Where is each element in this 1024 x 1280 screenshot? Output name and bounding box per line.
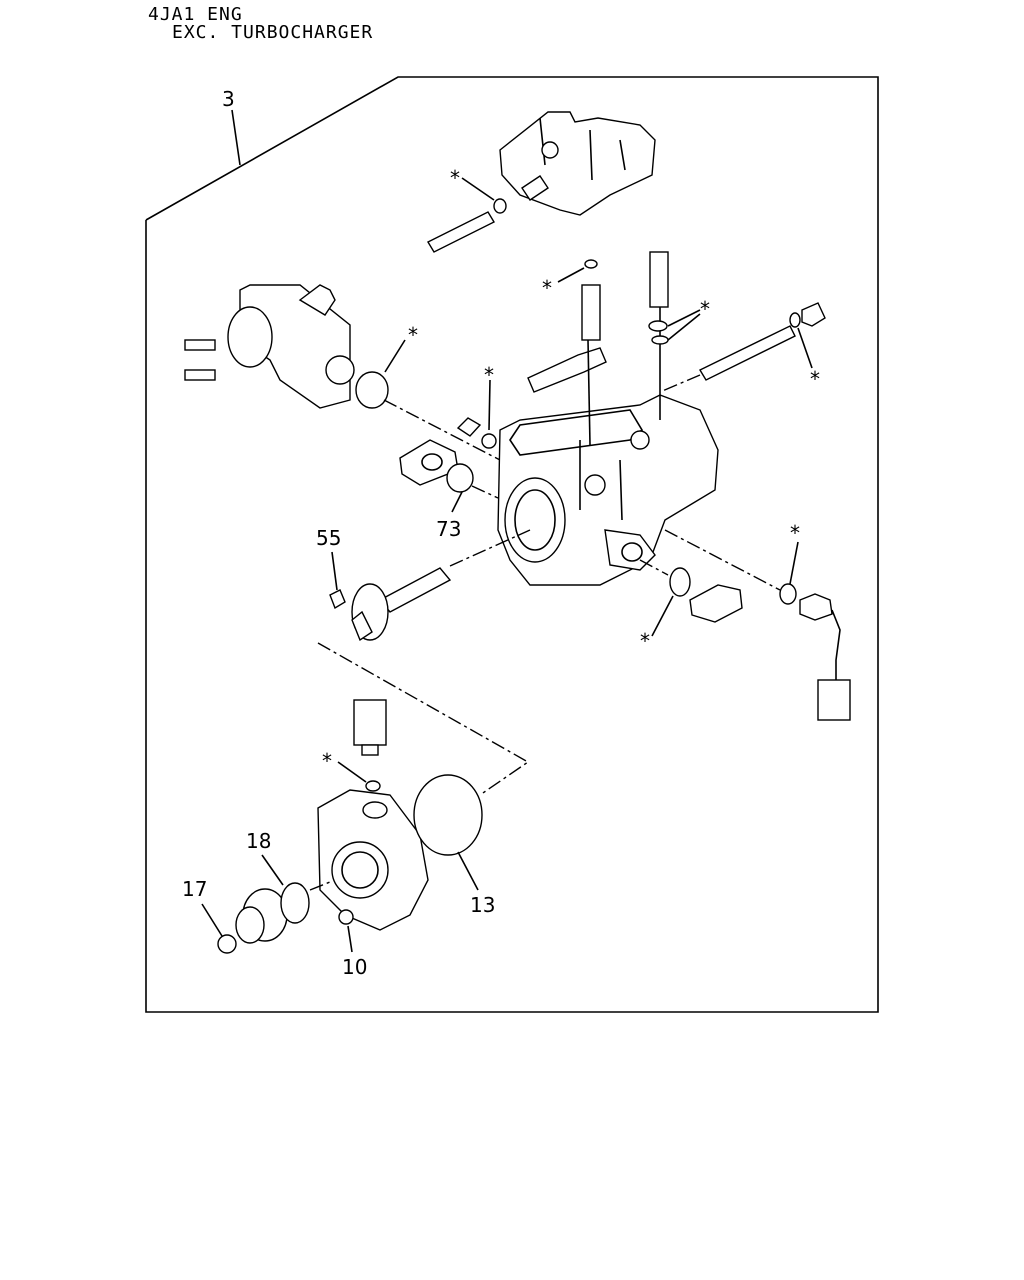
o-ring-part [365,780,381,792]
drive-shaft-part [351,567,452,642]
cover-plate-part [689,584,743,623]
callout-3: 3 [222,87,235,111]
pump-body-part [497,394,719,586]
callout-18: 18 [246,829,271,853]
callout-13: 13 [470,893,495,917]
o-ring-part [669,567,691,597]
o-ring-18-part [280,882,310,924]
callout-17: 17 [182,877,207,901]
plug-part [235,888,288,944]
leader-3 [231,109,241,166]
diagram-title: 4JA1 ENG [148,4,243,25]
spring-assembly-part [527,284,607,446]
asterisk-mark: * [322,749,332,773]
o-ring-part [789,312,801,328]
callout-10: 10 [342,955,367,979]
asterisk-mark: * [408,323,418,347]
callout-73: 73 [436,517,461,541]
bolt-10-part [338,909,354,925]
small-fitting-part [456,417,482,437]
asterisk-mark: * [542,276,552,300]
sensor-connector-part [799,593,851,721]
adjust-screw-part [427,198,507,253]
assembly-frame [145,76,879,1013]
governor-cover-part [499,111,656,216]
asterisk-mark: * [790,521,800,545]
callout-55: 55 [316,526,341,550]
o-ring-part [648,320,668,332]
solenoid-unit-part [184,284,355,409]
asterisk-mark: * [700,297,710,321]
asterisk-mark: * [484,363,494,387]
o-ring-73-part [446,463,474,493]
o-ring-part [355,371,389,409]
o-ring-13-part [413,774,483,856]
washer-part [481,433,497,449]
small-clip-part [329,589,346,610]
asterisk-mark: * [640,629,650,653]
long-bolt-part [699,302,826,381]
o-ring-part [651,335,669,345]
hydraulic-head-part [317,789,429,931]
o-ring-part [584,259,598,269]
diagram-subtitle: EXC. TURBOCHARGER [172,22,374,43]
washer-17-part [217,934,237,954]
asterisk-mark: * [450,166,460,190]
cutoff-valve-part [353,699,387,756]
o-ring-part [779,583,797,605]
asterisk-mark: * [810,367,820,391]
